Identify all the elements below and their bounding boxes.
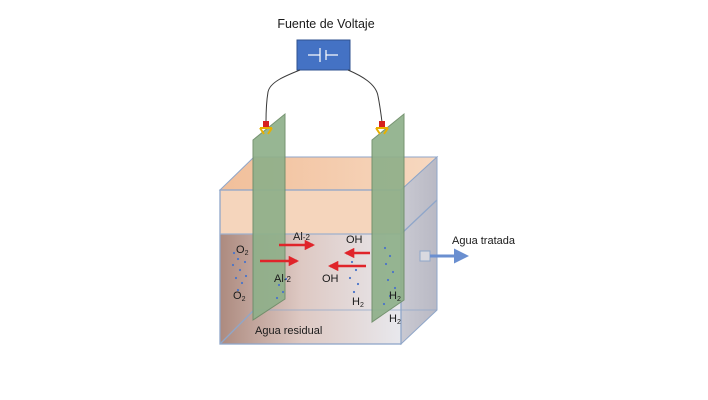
- label-h2-left: H2: [352, 296, 364, 309]
- tank-label: Agua residual: [255, 325, 322, 337]
- label-oh-bottom: OH: [322, 273, 339, 285]
- power-supply-title: Fuente de Voltaje: [277, 17, 374, 31]
- ion-arrows: [260, 239, 370, 272]
- tank-upper-water-band: [220, 190, 401, 234]
- electrode-right: [371, 112, 405, 323]
- gas-bubbles: [231, 246, 397, 306]
- outlet-label: Agua tratada: [452, 235, 516, 247]
- label-h2-right: H2: [389, 290, 401, 303]
- label-o2-bottom: O2: [233, 290, 246, 303]
- tank-water: [220, 234, 401, 344]
- outlet-pipe: [419, 248, 469, 264]
- label-al-bottom: Al-2: [274, 273, 291, 285]
- label-oh-top: OH: [346, 234, 363, 246]
- wire-left: [265, 69, 301, 123]
- label-al-top: Al-2: [293, 231, 310, 243]
- tank-side-face: [400, 155, 438, 346]
- alligator-clip-icon: [375, 121, 389, 135]
- label-o2-top: O2: [236, 244, 249, 257]
- battery-symbol-icon: [308, 48, 338, 62]
- power-supply-box: [296, 39, 351, 71]
- wire-right: [347, 69, 383, 123]
- label-h2-bottom: H2: [389, 313, 401, 326]
- electrode-left: [252, 112, 286, 321]
- alligator-clip-icon: [259, 121, 273, 135]
